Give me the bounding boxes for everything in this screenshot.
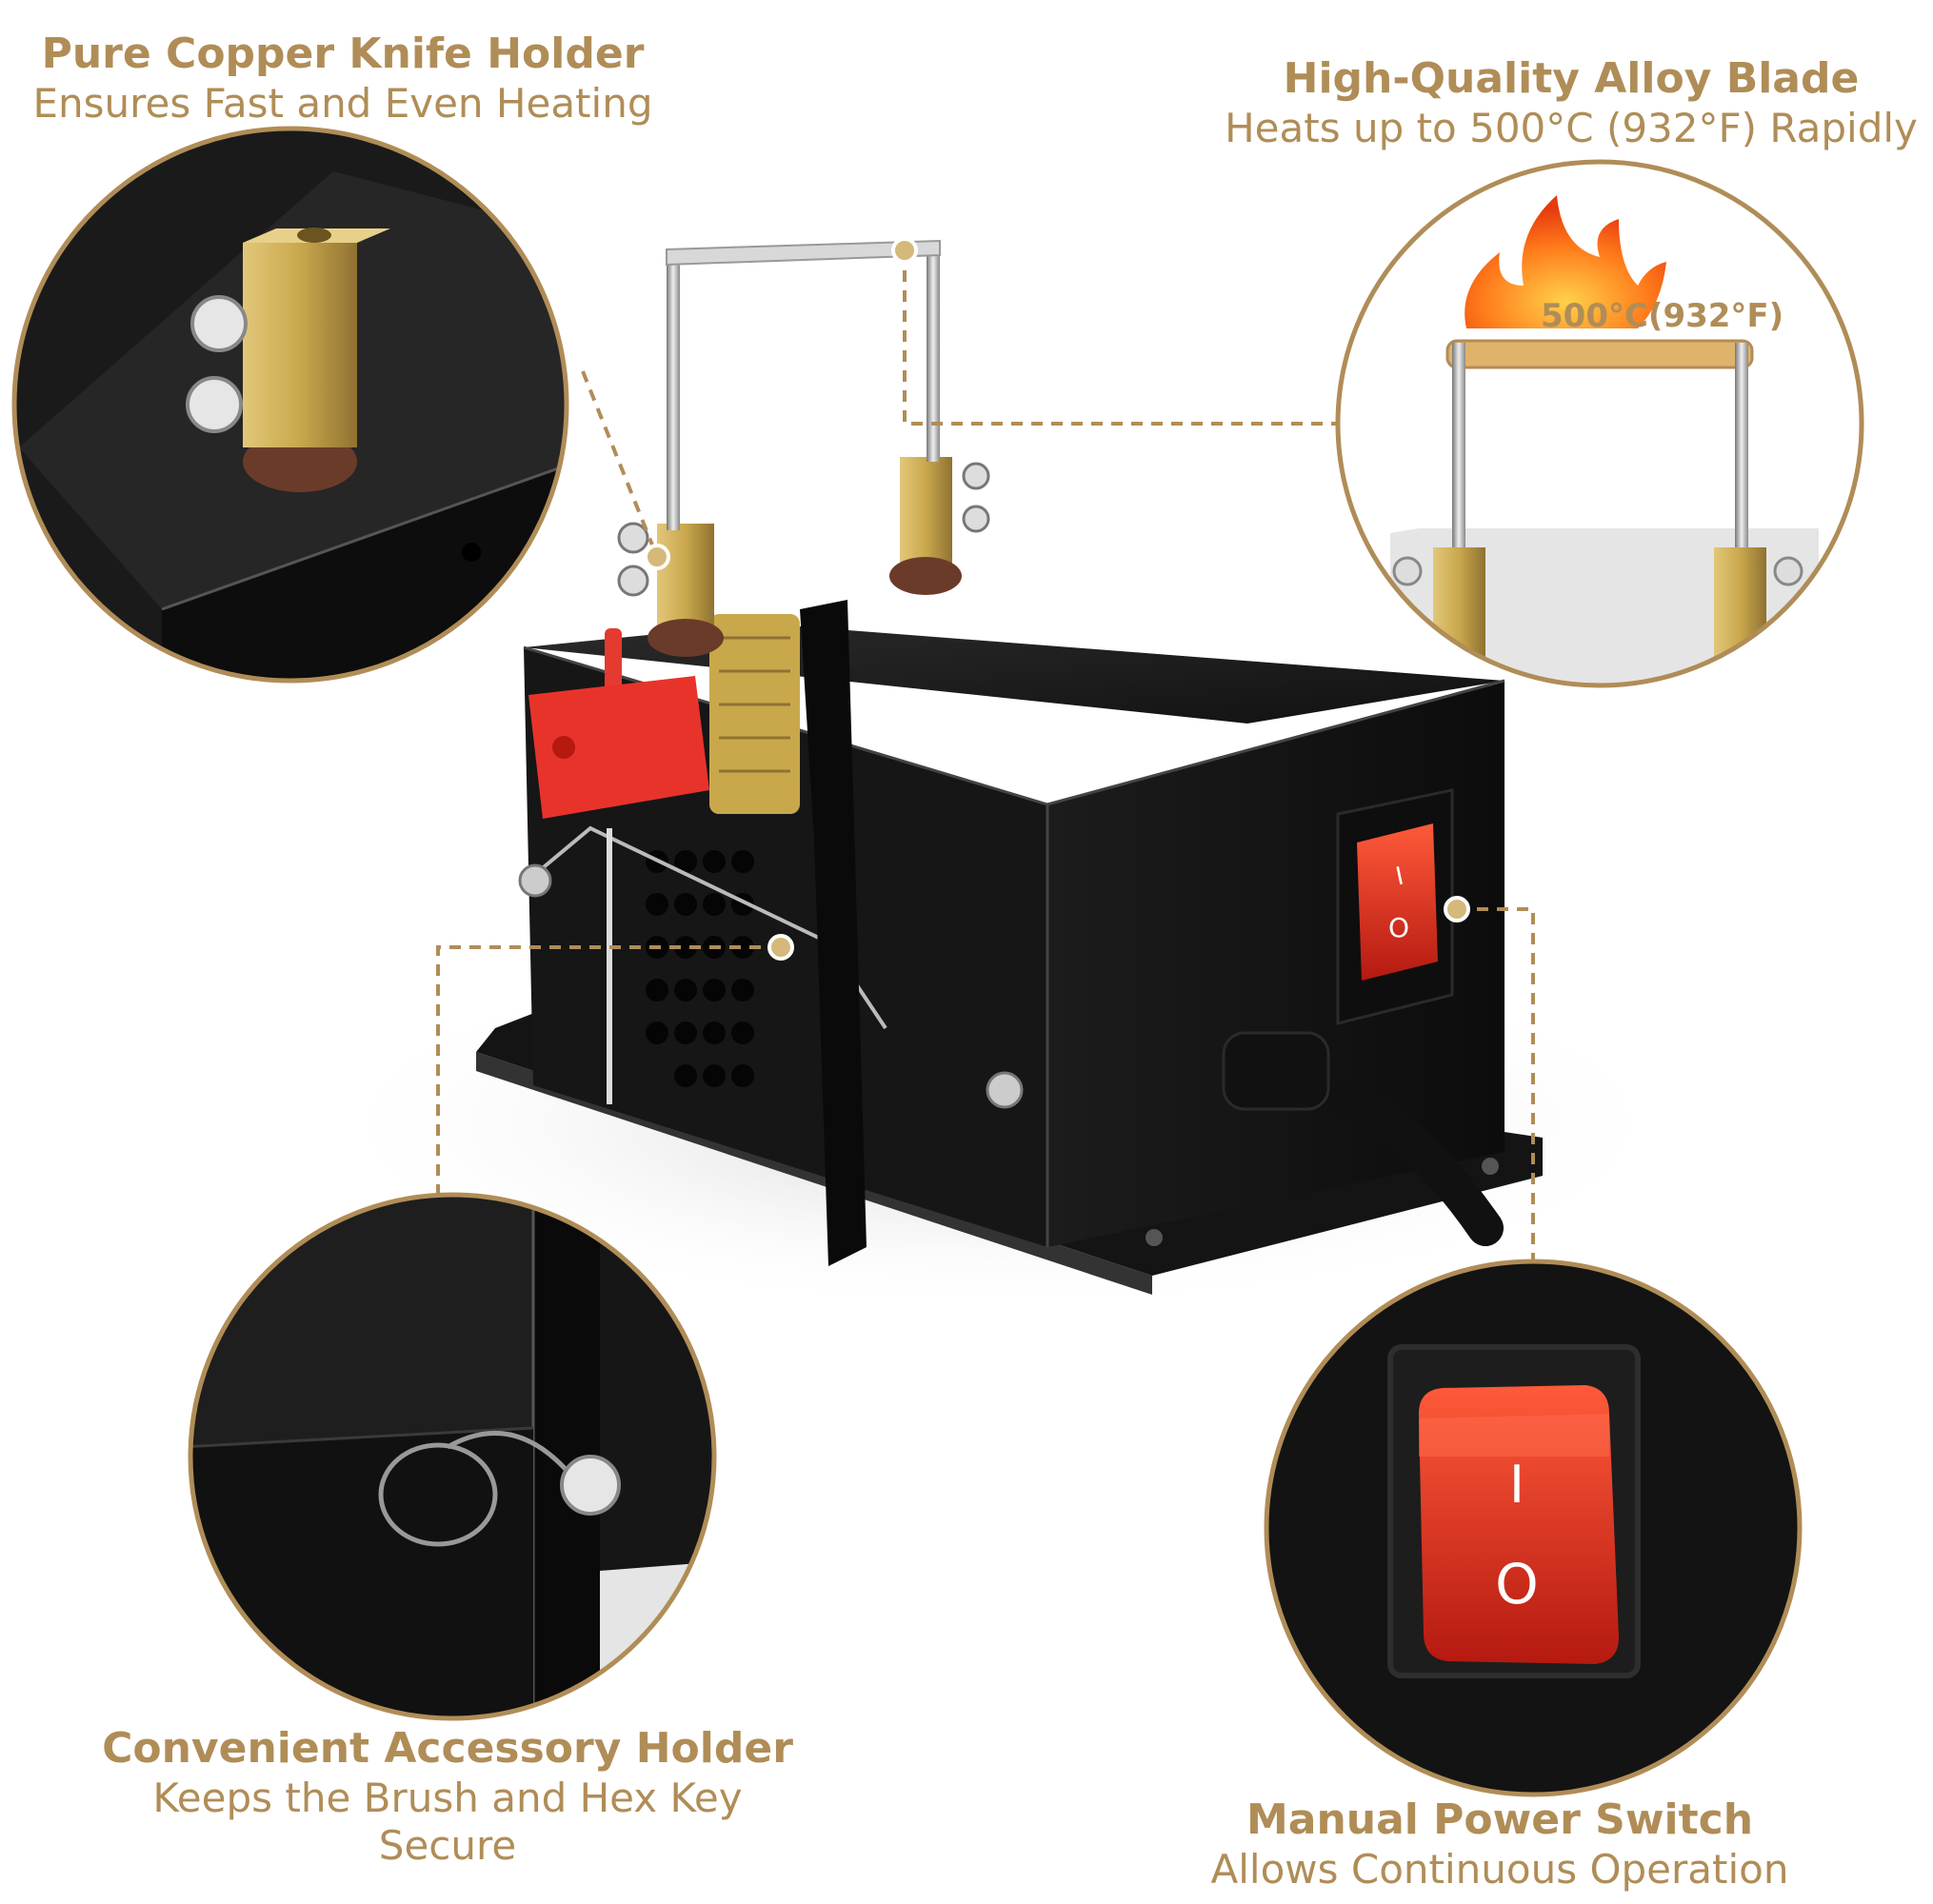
- cutter-device: [476, 239, 1543, 1295]
- detail-knife-holder-ring: [11, 126, 569, 684]
- device-switch-off-mark: O: [1387, 912, 1410, 943]
- detail-alloy-blade: [1338, 162, 1862, 685]
- detail-accessory-holder-ring: [188, 1192, 717, 1721]
- callout-alloy-blade-subtitle: Heats up to 500°C (932°F) Rapidly: [1225, 105, 1918, 151]
- callout-alloy-blade: High-Quality Alloy Blade Heats up to 500…: [1209, 53, 1933, 152]
- detail-power-switch: [1266, 1261, 1800, 1795]
- detail-alloy-blade-ring: [1335, 159, 1864, 688]
- callout-power-switch-title: Manual Power Switch: [1245, 1795, 1754, 1844]
- callout-connectors: [436, 250, 1535, 1261]
- callout-accessory-holder-title: Convenient Accessory Holder: [102, 1724, 793, 1773]
- callout-accessory-holder: Convenient Accessory Holder Keeps the Br…: [86, 1723, 809, 1870]
- callout-alloy-blade-title: High-Quality Alloy Blade: [1283, 54, 1860, 103]
- switch-on-mark: I: [1509, 1455, 1524, 1515]
- callout-markers: [644, 237, 1470, 961]
- switch-off-mark: O: [1495, 1552, 1539, 1616]
- callout-power-switch-subtitle: Allows Continuous Operation: [1210, 1846, 1789, 1893]
- blade-temperature-label: 500°C(932°F): [1541, 297, 1784, 335]
- detail-power-switch-ring: [1264, 1259, 1803, 1797]
- callout-knife-holder: Pure Copper Knife Holder Ensures Fast an…: [0, 29, 705, 128]
- callout-knife-holder-subtitle: Ensures Fast and Even Heating: [32, 80, 653, 127]
- callout-knife-holder-title: Pure Copper Knife Holder: [41, 30, 645, 78]
- callout-power-switch: Manual Power Switch Allows Continuous Op…: [1138, 1795, 1862, 1894]
- flame-icon: [1465, 195, 1666, 328]
- detail-knife-holder: [14, 129, 567, 681]
- callout-accessory-holder-subtitle: Keeps the Brush and Hex Key Secure: [152, 1775, 743, 1869]
